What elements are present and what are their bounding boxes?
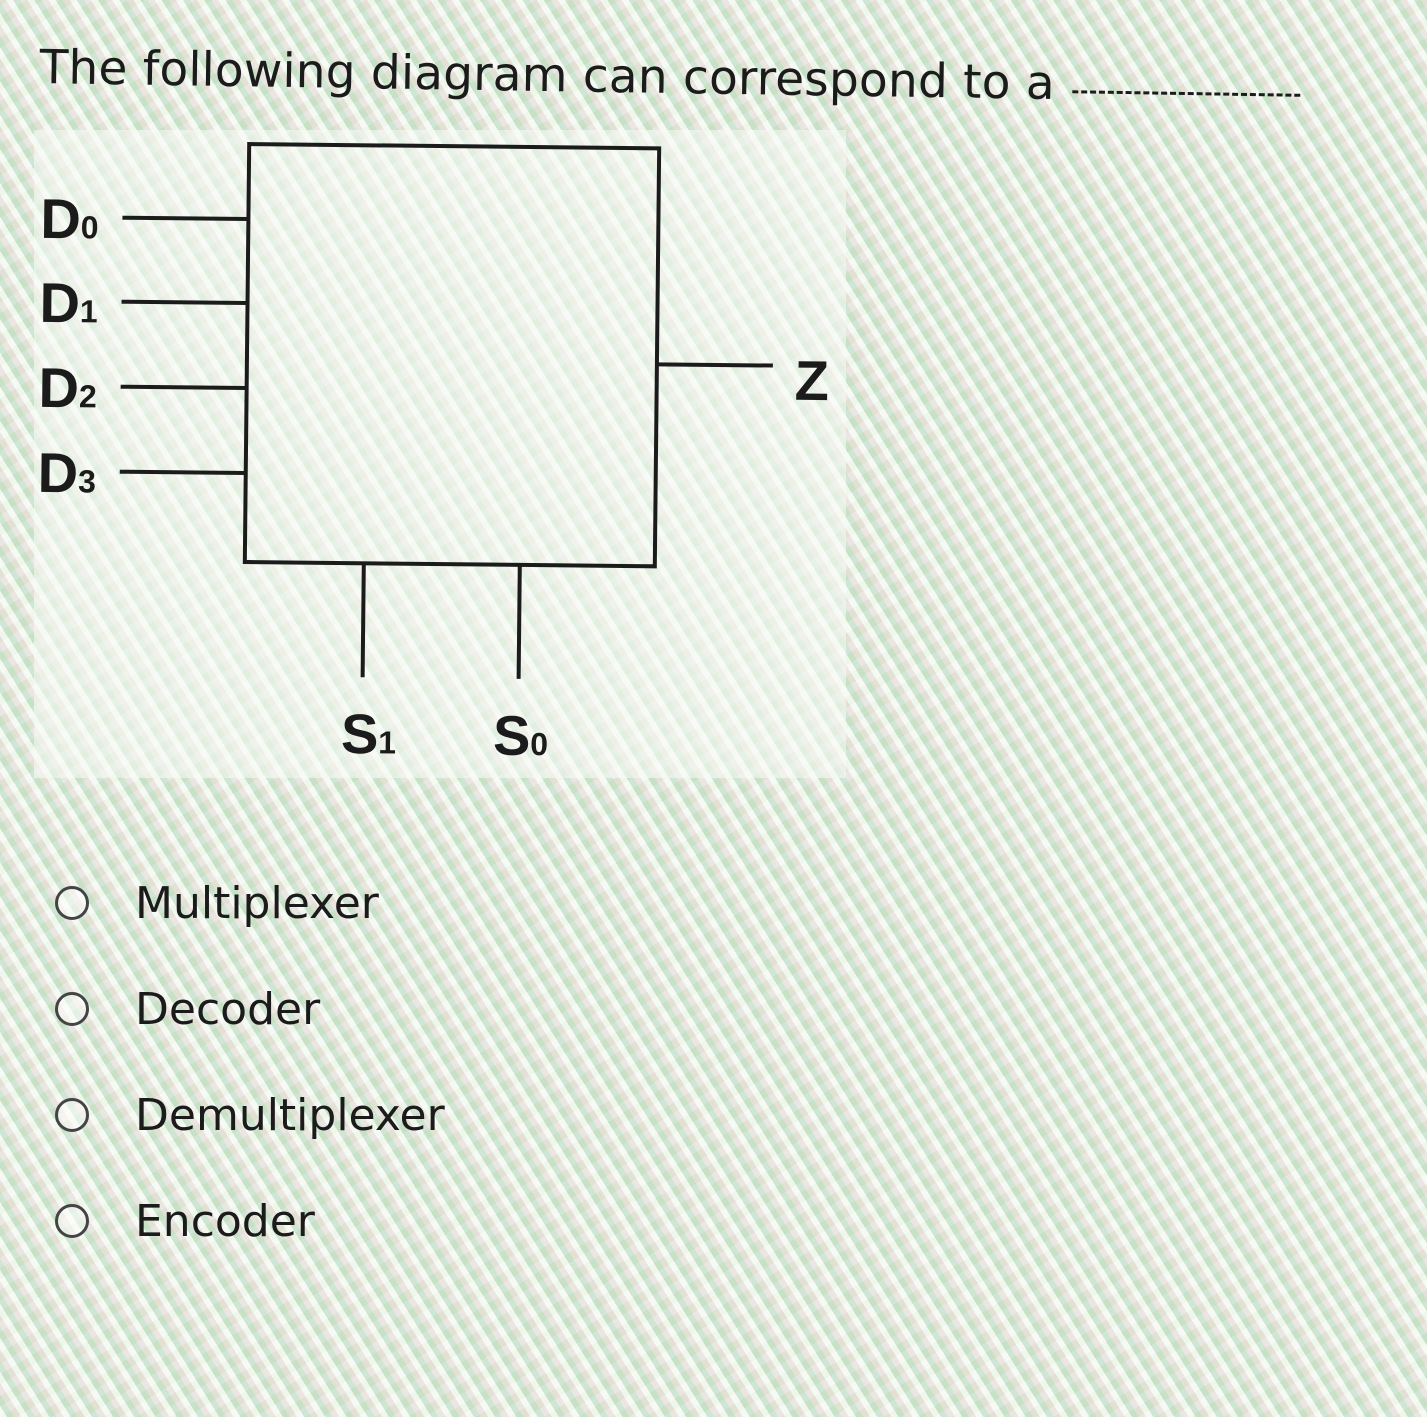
- select-label-s0: S0: [493, 704, 549, 768]
- option-label[interactable]: Encoder: [135, 1195, 315, 1247]
- input-line-d2: [120, 384, 247, 391]
- select-line-s1: [360, 563, 366, 678]
- option-multiplexer[interactable]: Multiplexer: [55, 850, 445, 956]
- select-line-s0: [516, 564, 522, 679]
- option-label[interactable]: Multiplexer: [135, 877, 379, 929]
- option-label[interactable]: Demultiplexer: [135, 1089, 445, 1141]
- input-label-d1: D1: [39, 271, 98, 335]
- radio-button-icon[interactable]: [55, 886, 89, 920]
- input-label-d0: D0: [40, 187, 99, 251]
- component-block: [242, 142, 662, 569]
- option-encoder[interactable]: Encoder: [55, 1168, 445, 1274]
- select-label-s1: S1: [341, 702, 397, 766]
- output-line-z: [656, 362, 773, 368]
- radio-button-icon[interactable]: [55, 992, 89, 1026]
- answer-options: Multiplexer Decoder Demultiplexer Encode…: [55, 850, 445, 1274]
- radio-button-icon[interactable]: [55, 1098, 89, 1132]
- option-label[interactable]: Decoder: [135, 983, 321, 1035]
- option-demultiplexer[interactable]: Demultiplexer: [55, 1062, 445, 1168]
- diagram-panel: D0 D1 D2 D3 Z S1 S0: [34, 130, 846, 778]
- option-decoder[interactable]: Decoder: [55, 956, 445, 1062]
- question-text: The following diagram can correspond to …: [39, 40, 1301, 115]
- input-label-d3: D3: [37, 441, 96, 505]
- input-line-d0: [122, 215, 249, 222]
- input-line-d1: [121, 299, 248, 306]
- answer-blank: [1072, 90, 1301, 97]
- input-line-d3: [119, 469, 246, 476]
- question-prompt: The following diagram can correspond to …: [39, 40, 1056, 111]
- radio-button-icon[interactable]: [55, 1204, 89, 1238]
- input-label-d2: D2: [38, 356, 97, 420]
- block-diagram: D0 D1 D2 D3 Z S1 S0: [37, 142, 829, 768]
- output-label-z: Z: [794, 349, 829, 412]
